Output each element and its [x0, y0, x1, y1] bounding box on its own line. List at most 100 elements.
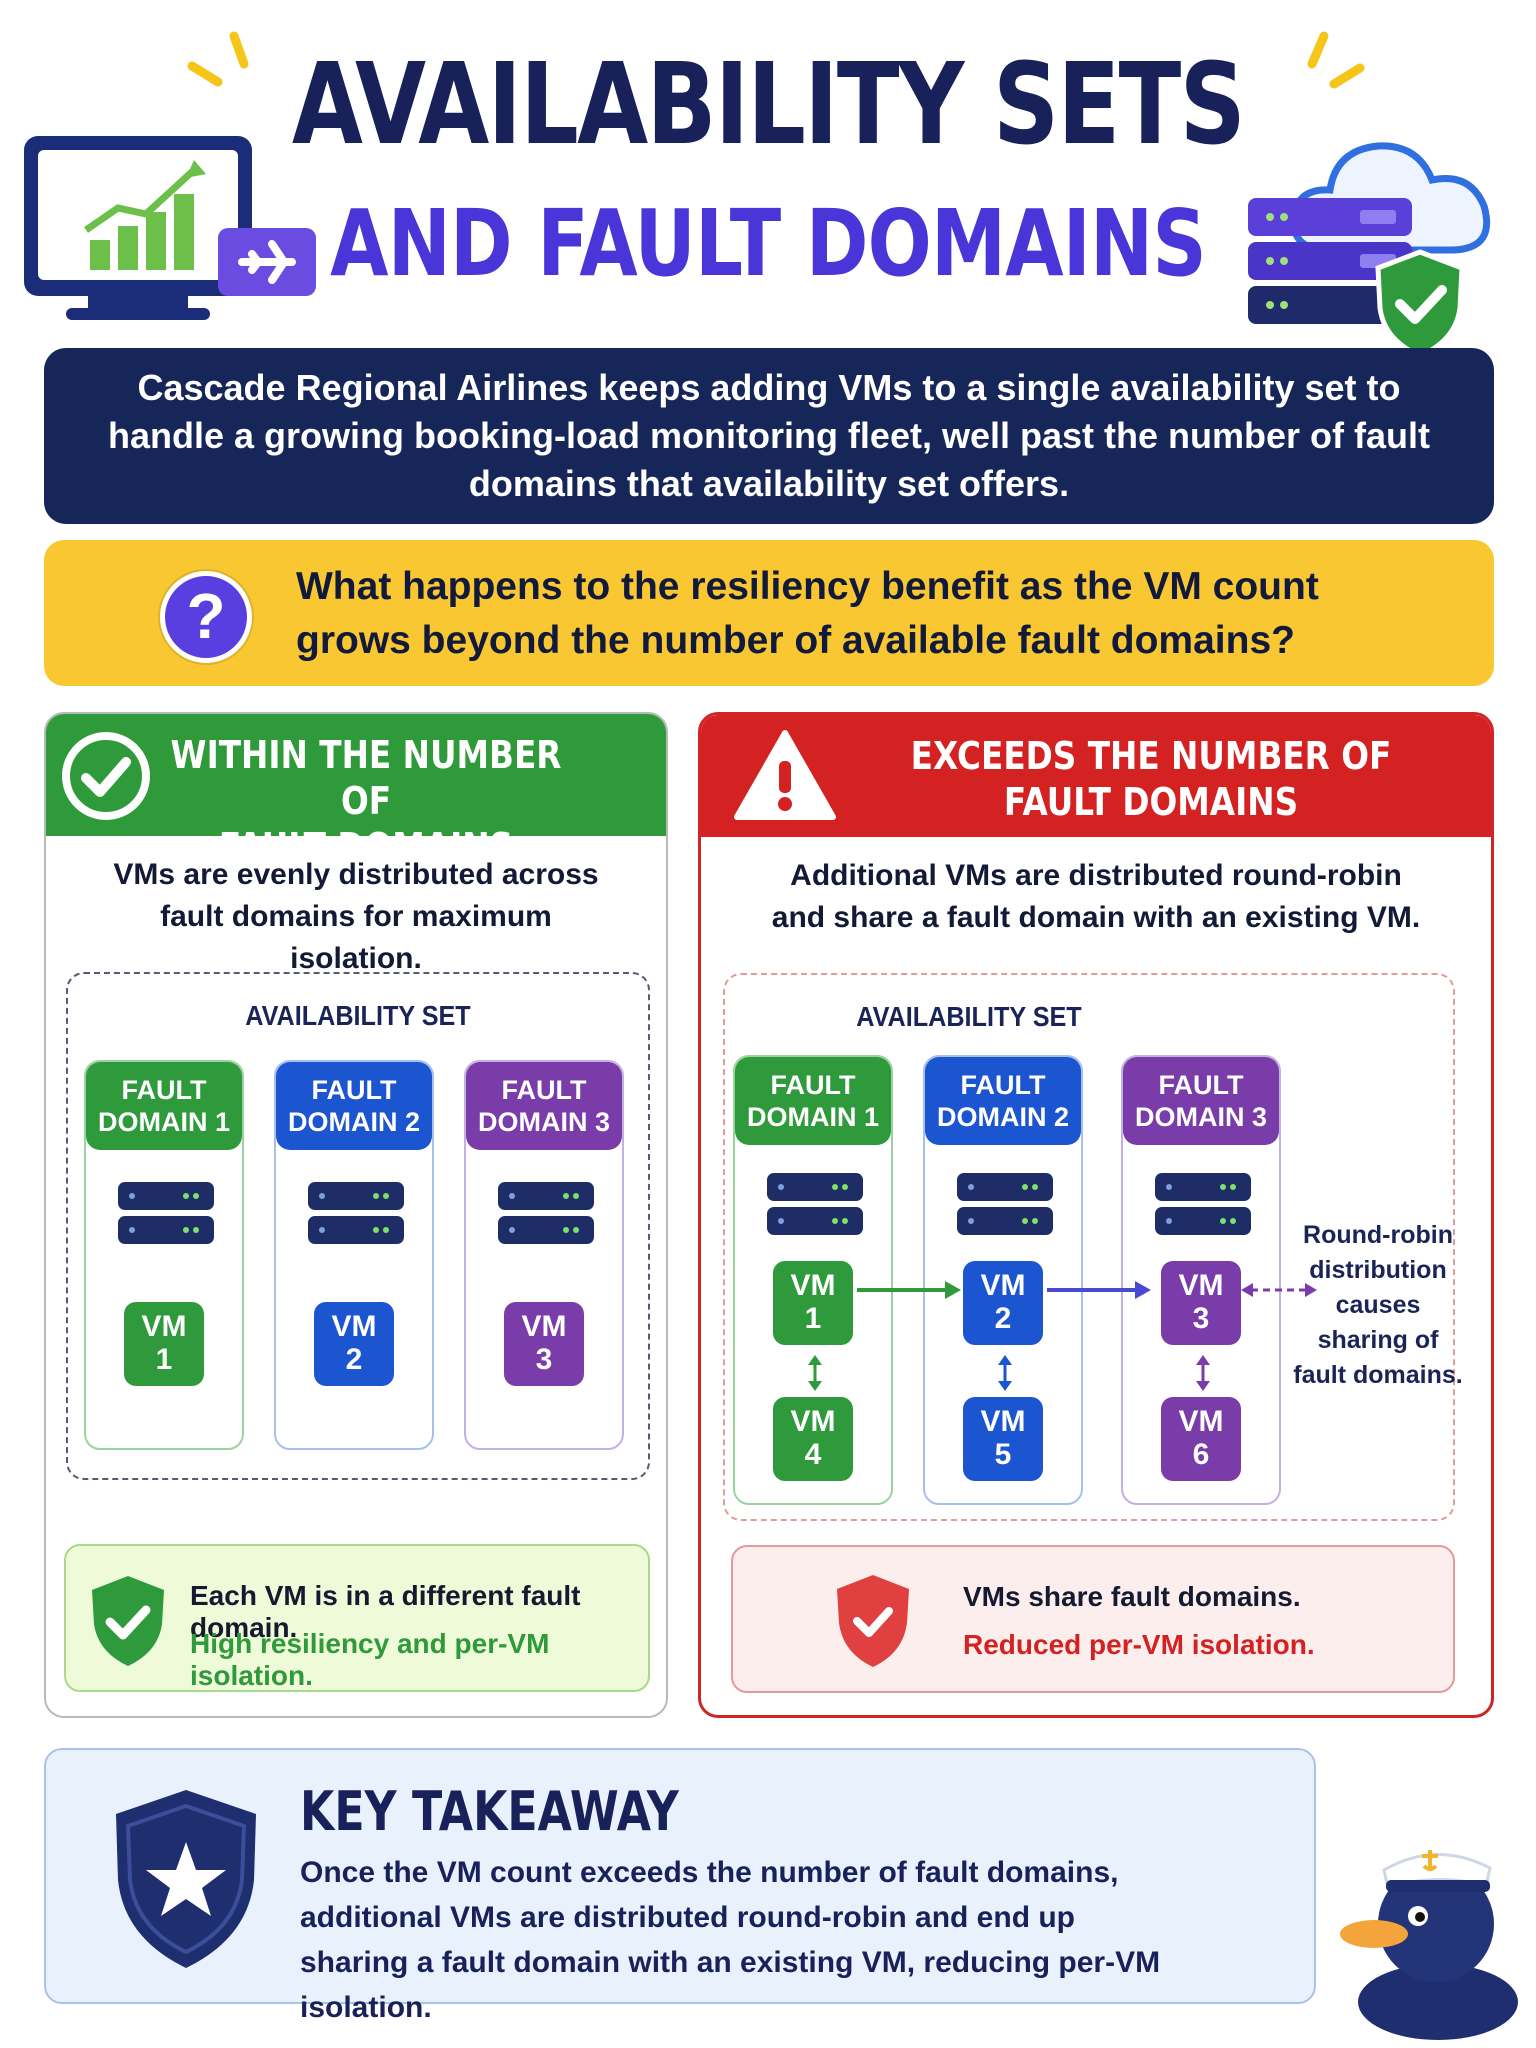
fault-domain-1: FAULT DOMAIN 1 VM 1 VM 4 — [733, 1055, 893, 1505]
status-box-exceeds: VMs share fault domains. Reduced per-VM … — [731, 1545, 1455, 1693]
warning-triangle-icon — [734, 730, 836, 820]
panel-title-line1: WITHIN THE NUMBER OF — [170, 733, 562, 823]
fault-domain-label-line1: FAULT — [770, 1070, 856, 1100]
takeaway-line1: Once the VM count exceeds the number of … — [300, 1856, 1119, 1889]
panel-title-line2: FAULT DOMAINS — [1003, 780, 1299, 824]
server-icon — [118, 1182, 214, 1244]
vm-label: VM — [1178, 1269, 1224, 1302]
status-box-within: Each VM is in a different fault domain. … — [64, 1544, 650, 1692]
vm-number: 6 — [1192, 1438, 1210, 1471]
fault-domain-label-line1: FAULT — [1158, 1070, 1244, 1100]
vm-number: 4 — [804, 1438, 822, 1471]
fault-domain-2: FAULT DOMAIN 2 VM 2 — [274, 1060, 434, 1450]
vm-block: VM 5 — [963, 1397, 1043, 1481]
fault-domain-label-line2: DOMAIN 1 — [746, 1102, 879, 1132]
vm-number: 1 — [155, 1343, 173, 1376]
vm-label: VM — [521, 1310, 567, 1343]
server-icon — [498, 1182, 594, 1244]
status-line1: Each VM is in a different fault domain. — [190, 1580, 581, 1643]
intro-text: Cascade Regional Airlines keeps adding V… — [107, 367, 1430, 504]
vm-label: VM — [331, 1310, 377, 1343]
vm-block: VM 4 — [773, 1397, 853, 1481]
panel-description: VMs are evenly distributed across fault … — [113, 858, 599, 975]
fault-domain-label-line1: FAULT — [311, 1075, 397, 1105]
vm-number: 1 — [804, 1302, 822, 1335]
within-fault-domains-panel: WITHIN THE NUMBER OF FAULT DOMAINS VMs a… — [44, 712, 668, 1718]
server-icon — [957, 1173, 1053, 1235]
dashed-double-arrow-icon — [1241, 1283, 1317, 1297]
takeaway-title: KEY TAKEAWAY — [300, 1780, 679, 1843]
monitor-chart-icon — [24, 136, 252, 320]
vm-block: VM 3 — [1161, 1261, 1241, 1345]
vm-block: VM 1 — [124, 1302, 204, 1386]
panel-header-exceeds: EXCEEDS THE NUMBER OF FAULT DOMAINS — [701, 715, 1491, 837]
panel-title-line1: EXCEEDS THE NUMBER OF — [910, 734, 1392, 778]
availability-set-box: AVAILABILITY SET FAULT DOMAIN 1 VM 1 VM — [723, 973, 1455, 1521]
panel-description: Additional VMs are distributed round-rob… — [771, 859, 1421, 934]
fault-domain-3: FAULT DOMAIN 3 VM 3 VM 6 — [1121, 1055, 1281, 1505]
fault-domain-label-line2: DOMAIN 1 — [97, 1107, 230, 1137]
vm-label: VM — [980, 1269, 1026, 1302]
fault-domain-header: FAULT DOMAIN 3 — [1123, 1057, 1279, 1145]
vm-number: 3 — [535, 1343, 553, 1376]
fault-domain-2: FAULT DOMAIN 2 VM 2 VM 5 — [923, 1055, 1083, 1505]
server-icon — [308, 1182, 404, 1244]
vm-number: 5 — [994, 1438, 1012, 1471]
fault-domain-label-line2: DOMAIN 3 — [1134, 1102, 1267, 1132]
double-arrow-icon — [808, 1355, 822, 1391]
sparkle-left-icon — [187, 31, 249, 87]
fault-domain-3: FAULT DOMAIN 3 VM 3 — [464, 1060, 624, 1450]
round-robin-arrow-icon — [1047, 1281, 1151, 1299]
availability-set-label: AVAILABILITY SET — [856, 1001, 1082, 1032]
vm-number: 2 — [345, 1343, 363, 1376]
takeaway-line3: sharing a fault domain with an existing … — [300, 1946, 1161, 2024]
exceeds-fault-domains-panel: EXCEEDS THE NUMBER OF FAULT DOMAINS Addi… — [698, 712, 1494, 1718]
fault-domain-label-line2: DOMAIN 3 — [477, 1107, 610, 1137]
panel-header-within: WITHIN THE NUMBER OF FAULT DOMAINS — [46, 714, 666, 869]
server-icon — [1155, 1173, 1251, 1235]
duck-captain-icon — [1340, 1850, 1518, 2040]
vm-block: VM 2 — [963, 1261, 1043, 1345]
vm-number: 3 — [1192, 1302, 1210, 1335]
question-banner: ? What happens to the resiliency benefit… — [44, 540, 1494, 686]
vm-label: VM — [1178, 1405, 1224, 1438]
vm-number: 2 — [994, 1302, 1012, 1335]
fault-domain-header: FAULT DOMAIN 2 — [276, 1062, 432, 1150]
page-subtitle: AND FAULT DOMAINS — [330, 190, 1207, 297]
intro-banner: Cascade Regional Airlines keeps adding V… — [44, 348, 1494, 524]
status-line2: Reduced per-VM isolation. — [963, 1629, 1315, 1660]
status-line1: VMs share fault domains. — [963, 1581, 1301, 1612]
server-icon — [767, 1173, 863, 1235]
question-text: What happens to the resiliency benefit a… — [296, 565, 1319, 662]
vm-block: VM 6 — [1161, 1397, 1241, 1481]
fault-domain-header: FAULT DOMAIN 1 — [86, 1062, 242, 1150]
fault-domain-label-line1: FAULT — [121, 1075, 207, 1105]
fault-domain-header: FAULT DOMAIN 3 — [466, 1062, 622, 1150]
fault-domain-label-line1: FAULT — [960, 1070, 1046, 1100]
fault-domain-1: FAULT DOMAIN 1 VM 1 — [84, 1060, 244, 1450]
question-mark-icon: ? — [160, 571, 252, 663]
shield-check-icon — [837, 1575, 909, 1667]
round-robin-note: Round-robin distribution causes sharing … — [1293, 1221, 1463, 1389]
round-robin-arrow-icon — [857, 1281, 961, 1299]
double-arrow-icon — [1196, 1355, 1210, 1391]
shield-check-icon — [92, 1576, 164, 1666]
page-title: AVAILABILITY SETS — [291, 40, 1246, 170]
vm-block: VM 1 — [773, 1261, 853, 1345]
fault-domain-header: FAULT DOMAIN 2 — [925, 1057, 1081, 1145]
fault-domain-label-line2: DOMAIN 2 — [287, 1107, 420, 1137]
shield-star-icon — [116, 1790, 256, 1968]
fault-domain-label-line1: FAULT — [501, 1075, 587, 1105]
availability-set-label: AVAILABILITY SET — [245, 1000, 471, 1031]
key-takeaway-box: KEY TAKEAWAY Once the VM count exceeds t… — [44, 1748, 1316, 2024]
vm-label: VM — [790, 1269, 836, 1302]
sparkle-right-icon — [1307, 31, 1365, 89]
panel-title-line2: FAULT DOMAINS — [218, 825, 514, 869]
vm-label: VM — [790, 1405, 836, 1438]
vm-block: VM 3 — [504, 1302, 584, 1386]
vm-label: VM — [980, 1405, 1026, 1438]
vm-label: VM — [141, 1310, 187, 1343]
availability-set-box: AVAILABILITY SET FAULT DOMAIN 1 VM 1 FAU… — [66, 972, 650, 1480]
takeaway-text: Once the VM count exceeds the number of … — [300, 1850, 1300, 2030]
server-stack-icon — [1248, 198, 1412, 324]
